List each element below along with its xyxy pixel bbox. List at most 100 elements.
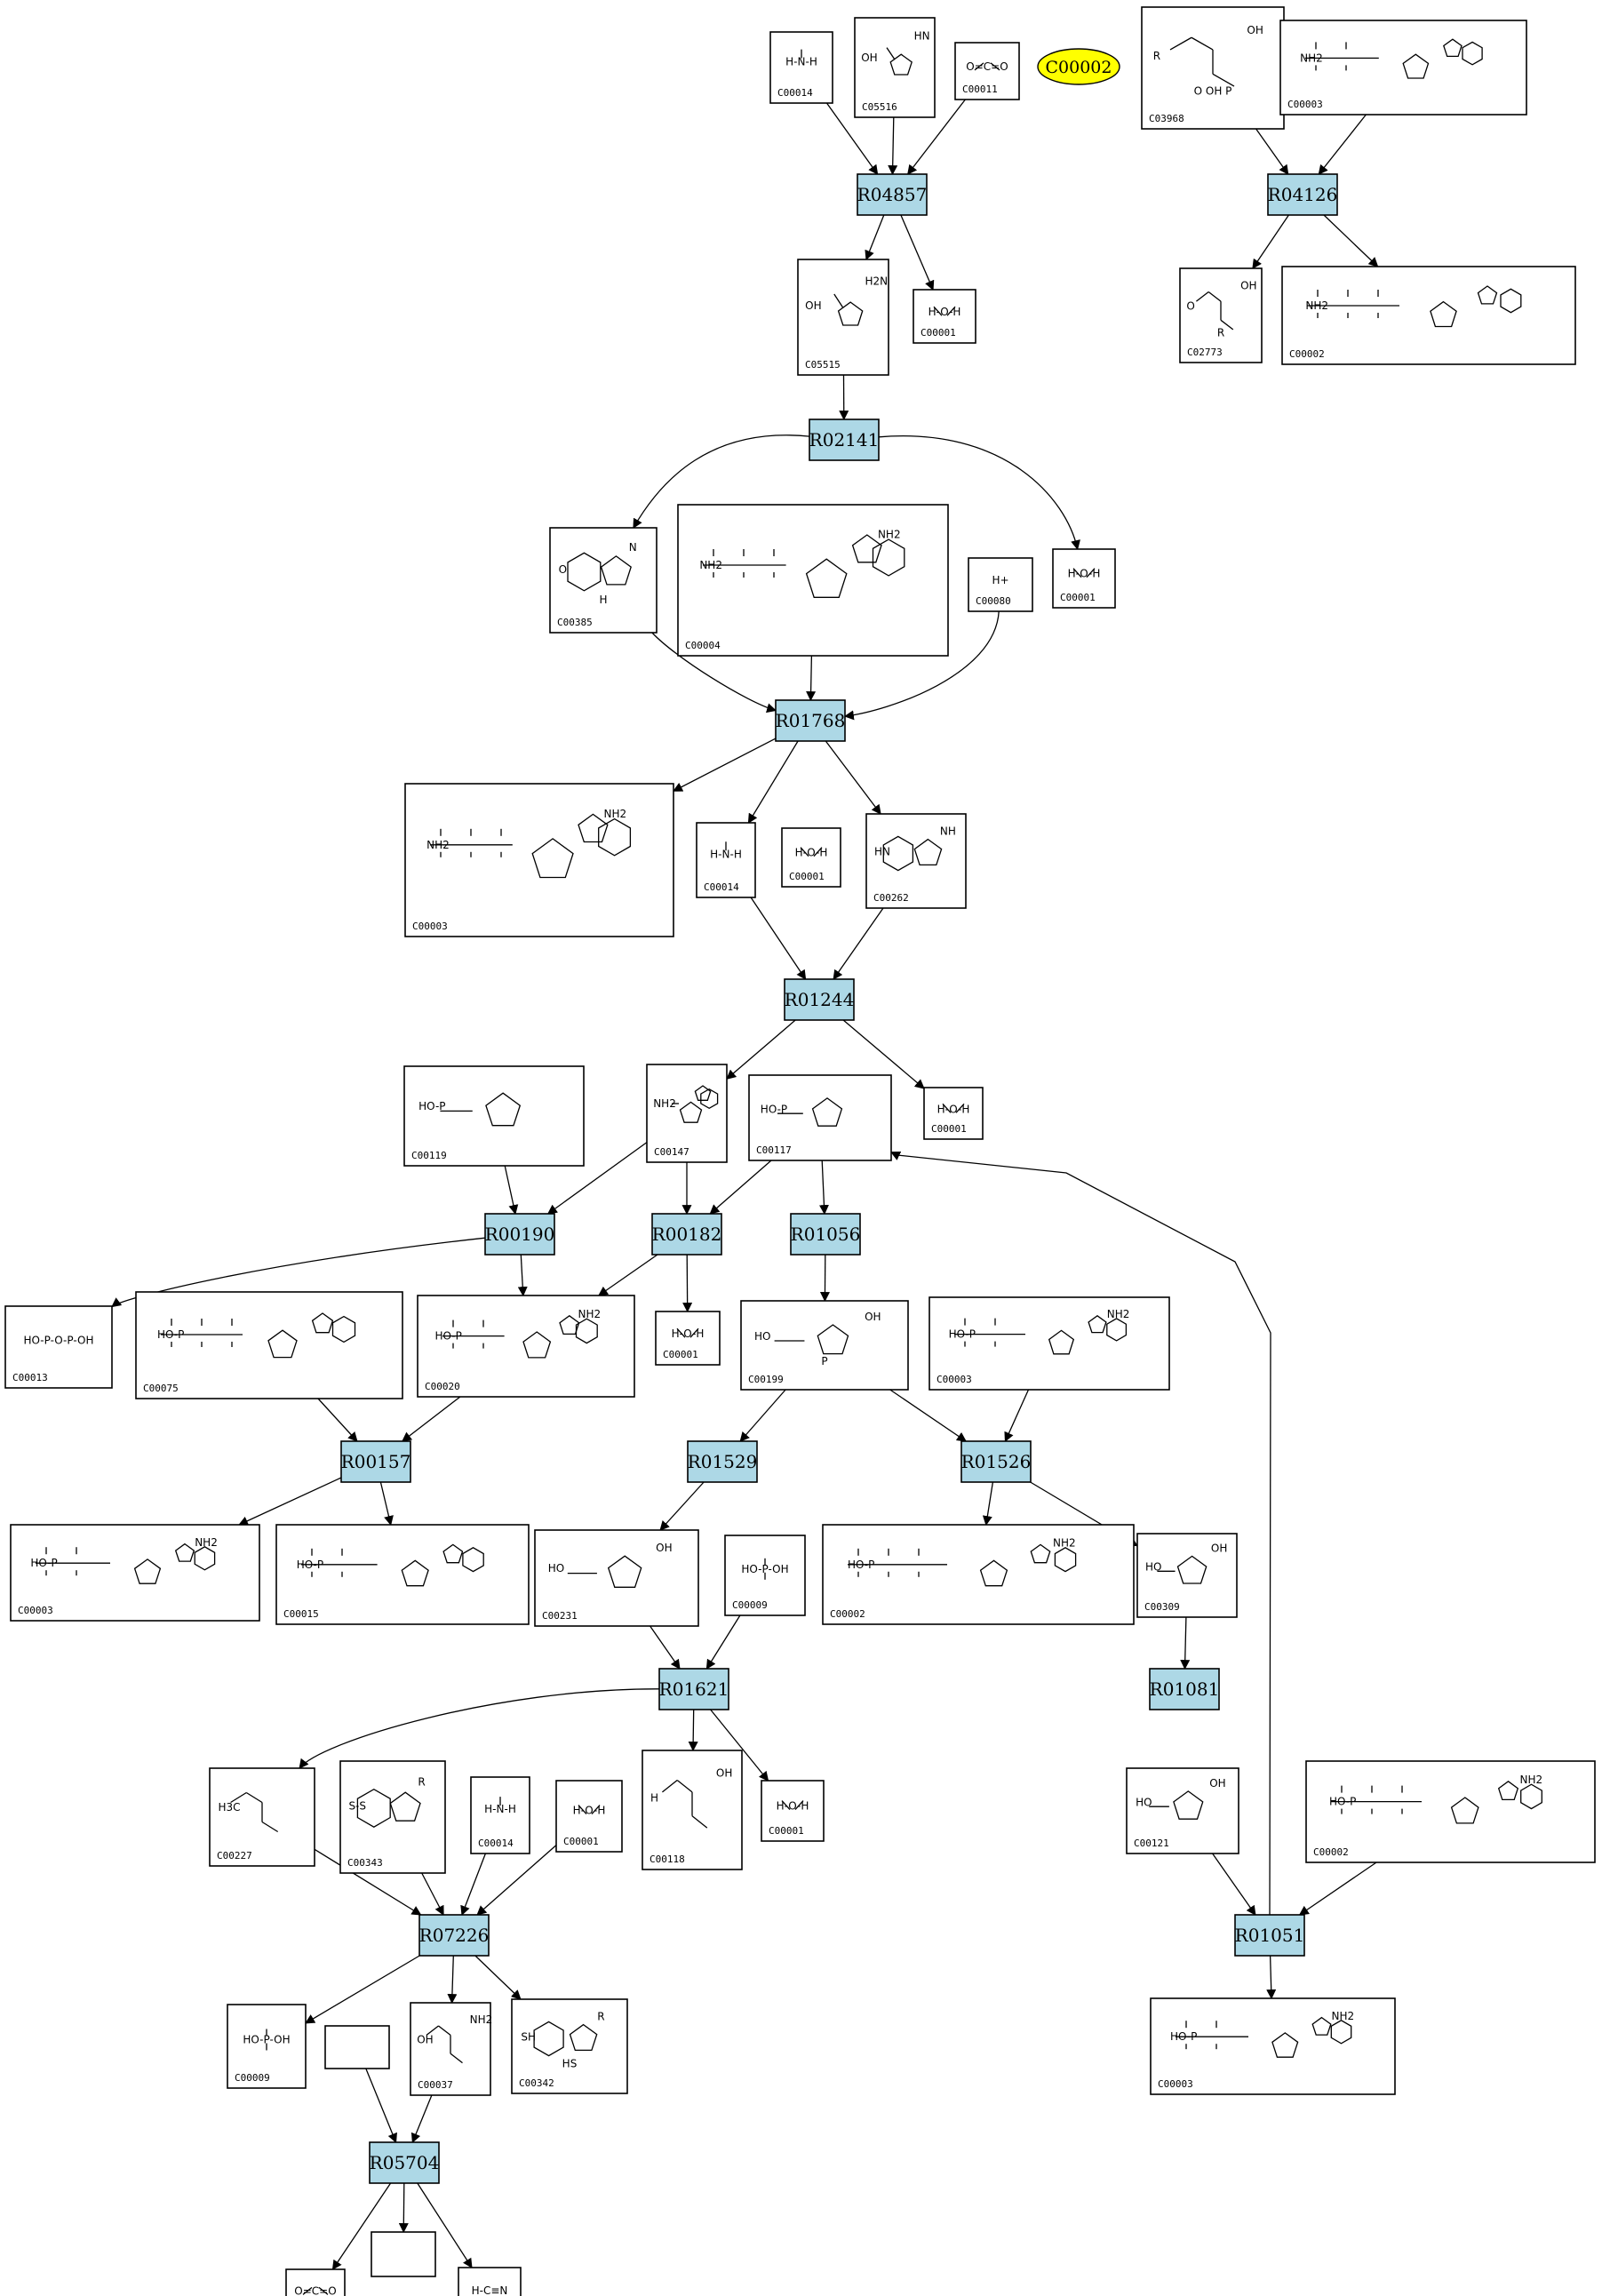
compound-box[interactable] [769, 31, 833, 104]
compound-node[interactable]: H+C00080 [968, 557, 1033, 612]
reaction-box[interactable] [1267, 173, 1338, 216]
reaction-box[interactable] [687, 1440, 758, 1483]
reaction-label[interactable]: R00190 [485, 1224, 555, 1245]
reaction-label[interactable]: R00182 [652, 1224, 722, 1245]
reaction-label[interactable]: R07226 [419, 1925, 490, 1946]
compound-box[interactable] [677, 504, 949, 657]
compound-box[interactable] [1305, 1760, 1596, 1863]
compound-box[interactable] [913, 289, 976, 344]
reaction-box[interactable] [784, 978, 855, 1021]
compound-box[interactable] [1052, 548, 1116, 609]
reaction-node[interactable]: R01526 [960, 1440, 1032, 1483]
reaction-box[interactable] [1149, 1668, 1220, 1710]
reaction-box[interactable] [418, 1914, 490, 1957]
compound-box[interactable] [655, 1311, 721, 1366]
compound-box[interactable] [417, 1295, 635, 1398]
compound-box[interactable] [923, 1087, 984, 1140]
reaction-node[interactable]: R01768 [775, 699, 846, 742]
reaction-node[interactable]: R00190 [484, 1213, 555, 1256]
reaction-node[interactable]: R01529 [687, 1440, 758, 1483]
reaction-node[interactable]: R01244 [784, 978, 855, 1021]
compound-box[interactable] [781, 827, 841, 888]
reaction-label[interactable]: R05704 [370, 2152, 440, 2173]
compound-box[interactable] [822, 1524, 1135, 1625]
reaction-node[interactable]: R04126 [1267, 173, 1338, 216]
reaction-box[interactable] [340, 1440, 411, 1483]
reaction-node[interactable]: R01081 [1149, 1668, 1220, 1710]
reaction-label[interactable]: R01056 [791, 1224, 861, 1245]
compound-box[interactable] [954, 42, 1020, 100]
compound-box[interactable] [285, 2268, 346, 2296]
reaction-box[interactable] [1234, 1914, 1305, 1957]
compound-box[interactable] [555, 1780, 623, 1853]
compound-box[interactable] [403, 1065, 585, 1167]
reaction-label[interactable]: R01081 [1150, 1678, 1220, 1700]
compound-box[interactable] [1281, 266, 1576, 365]
reaction-box[interactable] [809, 419, 880, 461]
reaction-node[interactable]: R05704 [369, 2141, 440, 2184]
reaction-node[interactable]: R01056 [790, 1213, 861, 1256]
reaction-box[interactable] [960, 1440, 1032, 1483]
reaction-box[interactable] [651, 1213, 722, 1256]
reaction-box[interactable] [857, 173, 928, 216]
compound-box[interactable] [458, 2267, 522, 2296]
reaction-node[interactable]: R04857 [857, 173, 928, 216]
reaction-label[interactable]: R01244 [785, 989, 855, 1010]
compound-box[interactable] [371, 2231, 436, 2277]
compound-box[interactable] [797, 259, 889, 376]
compound-node[interactable] [324, 2025, 390, 2069]
highlight-ellipse[interactable] [1037, 48, 1120, 85]
reaction-node[interactable]: R02141 [809, 419, 880, 461]
reaction-label[interactable]: R04126 [1268, 184, 1338, 205]
reaction-box[interactable] [775, 699, 846, 742]
compound-box[interactable] [324, 2025, 390, 2069]
compound-box[interactable] [470, 1776, 530, 1854]
reaction-box[interactable] [369, 2141, 440, 2184]
reaction-box[interactable] [484, 1213, 555, 1256]
compound-box[interactable] [511, 1998, 628, 2094]
reaction-label[interactable]: R04857 [857, 184, 928, 205]
reaction-node[interactable]: R01051 [1234, 1914, 1305, 1957]
compound-box[interactable] [534, 1529, 699, 1627]
reaction-node[interactable]: R00182 [651, 1213, 722, 1256]
compound-box[interactable] [646, 1064, 728, 1163]
reaction-node[interactable]: R07226 [418, 1914, 490, 1957]
reaction-node[interactable]: R00157 [340, 1440, 411, 1483]
reaction-box[interactable] [658, 1668, 729, 1710]
compound-box[interactable] [135, 1291, 403, 1399]
reaction-label[interactable]: R02141 [809, 429, 880, 450]
compound-box[interactable] [968, 557, 1033, 612]
reaction-label[interactable]: R01768 [776, 710, 846, 731]
compound-box[interactable] [1126, 1767, 1239, 1854]
